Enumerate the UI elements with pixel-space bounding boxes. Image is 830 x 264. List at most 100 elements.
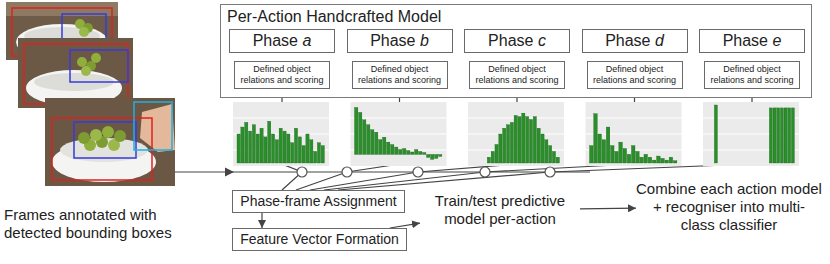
chart-bar xyxy=(755,163,758,164)
node-text: Phase b xyxy=(352,31,448,51)
chart-bar xyxy=(375,132,378,154)
arrowhead xyxy=(225,168,234,177)
chart-bar xyxy=(283,131,286,163)
chart-bar xyxy=(636,151,640,163)
phase-box: Phase b xyxy=(347,29,453,53)
process-text: Train/test predictive model per-action xyxy=(420,192,580,228)
chart-bar xyxy=(310,140,313,163)
chart-bar xyxy=(602,140,606,163)
node-text: Per-Action Handcrafted Model xyxy=(227,7,805,26)
chart-bar xyxy=(725,163,728,164)
node-text: Feature Vector Formation xyxy=(239,231,400,248)
chart-bar xyxy=(359,112,362,154)
phase-box: Phase c xyxy=(464,29,570,53)
frame-background xyxy=(18,38,133,108)
bar-chart xyxy=(468,102,564,166)
bounding-box xyxy=(24,44,128,104)
chart-bar xyxy=(736,163,739,164)
chart-bar xyxy=(476,163,479,164)
chart-bar xyxy=(510,122,513,163)
chart-bar xyxy=(766,163,769,164)
chart-bar xyxy=(549,146,552,163)
process-box: Feature Vector Formation xyxy=(232,228,407,251)
grid-line xyxy=(586,118,682,119)
node-text: Phase-frame Assignment xyxy=(239,193,398,210)
frame-background xyxy=(45,98,175,186)
chart-bar xyxy=(631,146,635,163)
chart-bar xyxy=(287,134,290,163)
bounding-box xyxy=(52,118,152,180)
chart-bar xyxy=(619,142,623,163)
chart-bar xyxy=(279,128,282,163)
chart-bar xyxy=(306,134,309,163)
connector xyxy=(338,89,752,190)
chart-bar xyxy=(387,142,390,154)
chart-bar xyxy=(606,127,610,163)
chart-bar xyxy=(480,163,483,164)
chart-bar xyxy=(529,120,532,164)
node-text: Defined object relations and scoring xyxy=(590,64,680,86)
chart-bar xyxy=(556,157,559,163)
rule-box: Defined object relations and scoring xyxy=(352,61,448,89)
phase-box: Phase e xyxy=(699,29,805,53)
chart-panel xyxy=(351,102,447,166)
chart-bar xyxy=(472,163,475,164)
chart-bar xyxy=(491,151,494,163)
chart-bar xyxy=(791,108,794,163)
grape xyxy=(77,57,87,67)
hand xyxy=(140,104,175,152)
grape xyxy=(102,126,114,138)
chart-bar xyxy=(248,131,251,163)
chart-bar xyxy=(615,151,619,163)
chart-bar xyxy=(264,137,267,163)
node-text: Combine each action model + recogniser i… xyxy=(636,180,822,234)
chart-bar xyxy=(241,127,244,163)
chart-bar xyxy=(598,134,602,163)
grape xyxy=(90,129,102,141)
model-panel: Per-Action Handcrafted ModelPhase a Phase… xyxy=(220,4,812,98)
node-text: Phase d xyxy=(587,31,683,51)
chart-bar xyxy=(271,134,274,163)
junction-circle xyxy=(480,167,490,177)
chart-bar xyxy=(747,163,750,164)
chart-bar xyxy=(545,140,548,163)
chart-bar xyxy=(788,108,791,163)
chart-bar xyxy=(623,149,627,164)
chart-bar xyxy=(268,121,271,163)
node-text: Defined object relations and scoring xyxy=(472,64,562,86)
chart-bar xyxy=(499,134,502,163)
junction-circle xyxy=(413,167,423,177)
bar-chart xyxy=(586,102,682,166)
chart-bar xyxy=(321,146,324,163)
chart-bar xyxy=(403,149,406,155)
bar-chart xyxy=(233,102,329,166)
grape xyxy=(114,130,126,142)
chart-bar xyxy=(363,120,366,155)
chart-bar xyxy=(506,125,509,163)
bounding-box xyxy=(62,14,106,42)
bounding-box xyxy=(70,50,128,82)
phase-box: Phase a xyxy=(229,29,335,53)
chart-bar xyxy=(707,163,710,164)
node-text: Phase e xyxy=(704,31,800,51)
chart-bar xyxy=(256,134,259,163)
chart-bar xyxy=(391,145,394,155)
connector xyxy=(261,213,262,228)
node-text: Train/test predictive model per-action xyxy=(420,192,580,228)
bar-chart xyxy=(351,102,447,166)
chart-bar xyxy=(379,140,382,155)
grid-line xyxy=(233,118,329,119)
chart-bar xyxy=(627,154,631,163)
chart-bar xyxy=(711,163,714,164)
chart-bar xyxy=(252,125,255,163)
chart-bar xyxy=(744,163,747,164)
junction-circle xyxy=(545,167,555,177)
chart-bar xyxy=(784,108,787,163)
chart-bar xyxy=(590,146,594,163)
chart-bar xyxy=(260,128,263,163)
rule-box: Defined object relations and scoring xyxy=(469,61,565,89)
chart-bar xyxy=(495,144,498,163)
chart-bar xyxy=(487,157,490,163)
chart-bar xyxy=(758,163,761,164)
chart-bar xyxy=(777,108,780,163)
